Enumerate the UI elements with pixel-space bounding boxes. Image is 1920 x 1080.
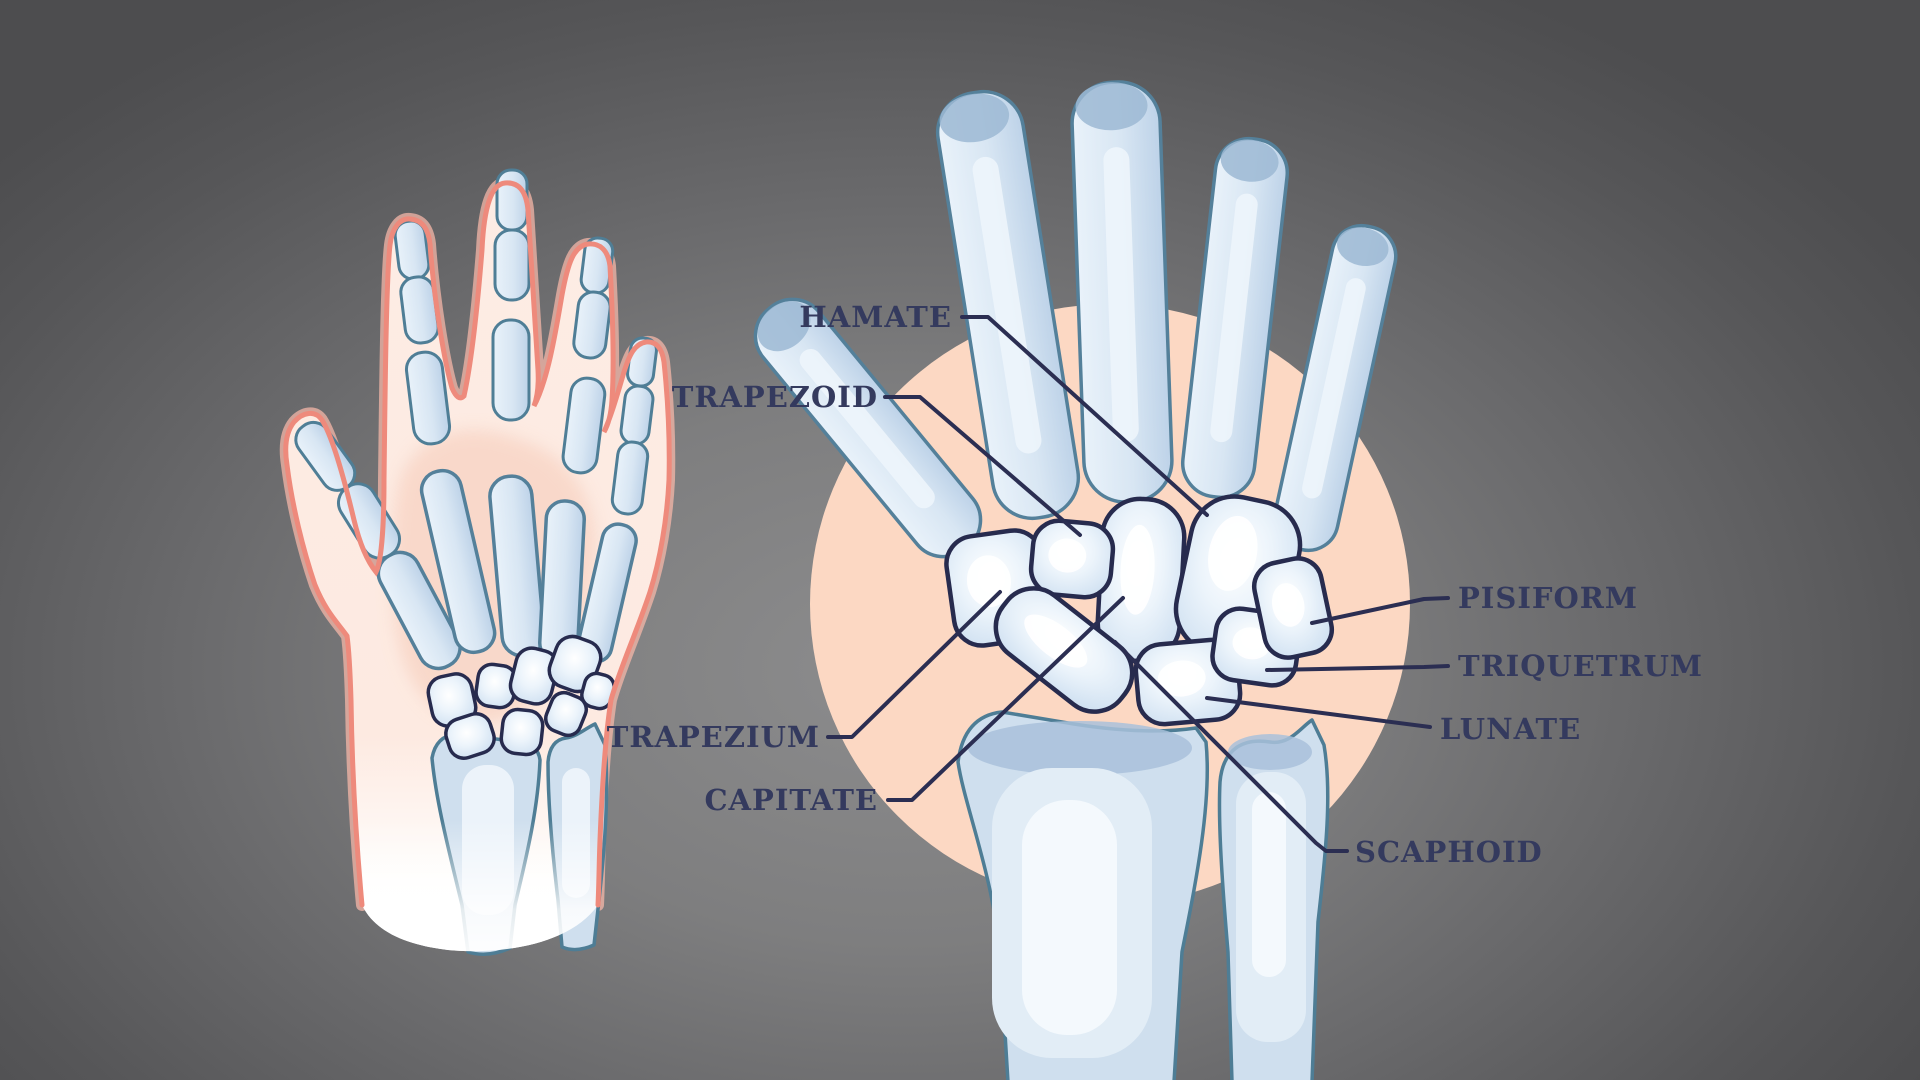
bone-pisiform xyxy=(1251,556,1335,660)
label-trapezoid: TRAPEZOID xyxy=(671,380,878,414)
small-carpal-5 xyxy=(444,712,496,760)
small-carpal-7 xyxy=(543,690,589,738)
label-trapezium: TRAPEZIUM xyxy=(606,720,820,754)
label-lunate: LUNATE xyxy=(1440,712,1582,746)
leader-hamate xyxy=(960,315,1209,517)
wrist-closeup-illustration xyxy=(753,80,1450,1080)
small-middle-distal xyxy=(495,168,529,232)
label-capitate: CAPITATE xyxy=(704,783,878,817)
small-middle-proximal xyxy=(491,318,531,422)
label-triquetrum: TRIQUETRUM xyxy=(1458,649,1703,683)
ulna-bone xyxy=(1217,718,1330,1080)
leader-capitate xyxy=(886,596,1125,802)
skin-outline xyxy=(283,180,672,908)
metacarpal-index xyxy=(935,89,1081,521)
small-hand-illustration xyxy=(279,168,676,956)
bone-scaphoid xyxy=(993,586,1135,714)
leader-trapezium xyxy=(826,590,1002,739)
radius-bone xyxy=(956,710,1210,1080)
small-carpal-6 xyxy=(499,707,545,757)
bone-trapezoid xyxy=(1028,518,1116,600)
bone-capitate xyxy=(1095,496,1187,664)
leader-pisiform xyxy=(1310,596,1450,625)
small-metacarpal-2 xyxy=(419,468,497,655)
leader-scaphoid xyxy=(1113,640,1349,853)
leader-triquetrum xyxy=(1265,664,1450,672)
metacarpal-pinky xyxy=(1272,223,1398,553)
small-ring-middle xyxy=(572,290,612,360)
small-pinky-proximal xyxy=(610,440,650,516)
metacarpal-middle xyxy=(1070,80,1174,504)
small-index-proximal xyxy=(404,350,452,446)
small-middle-middle xyxy=(493,228,531,302)
leader-lunate xyxy=(1205,696,1432,729)
label-pisiform: PISIFORM xyxy=(1458,581,1638,615)
label-hamate: HAMATE xyxy=(799,300,952,334)
small-pinky-middle xyxy=(619,384,655,446)
label-scaphoid: SCAPHOID xyxy=(1355,835,1543,869)
metacarpal-ring xyxy=(1180,136,1290,500)
small-ring-proximal xyxy=(561,376,607,475)
leader-trapezoid xyxy=(883,395,1082,537)
